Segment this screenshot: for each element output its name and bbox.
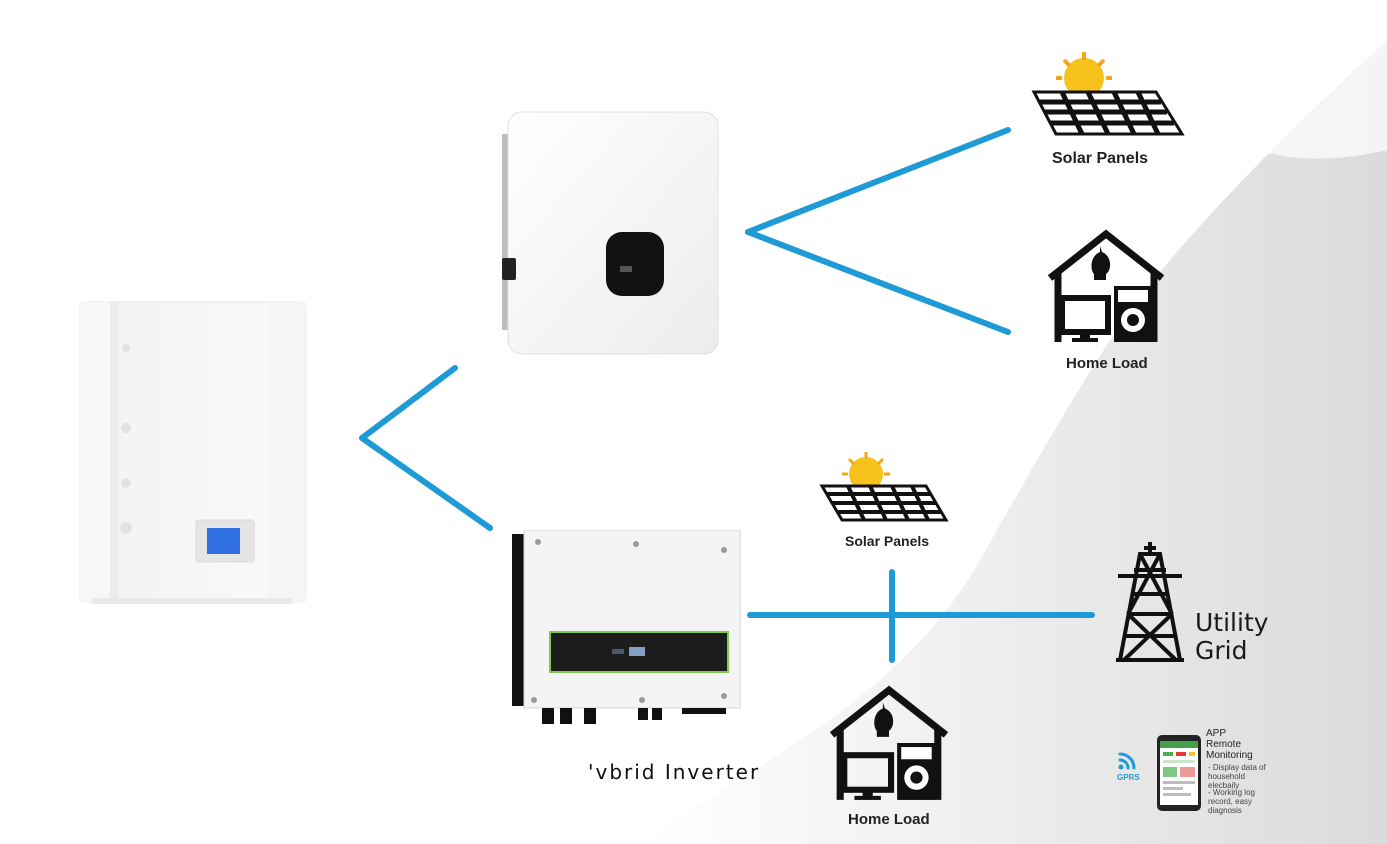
- hybrid-inverter-label: 'vbrid Inverter: [588, 760, 761, 784]
- house-load-icon: [1047, 229, 1165, 342]
- bottom-home-label: Home Load: [848, 811, 930, 828]
- line-battery-to-bottom-inverter: [359, 435, 493, 531]
- transmission-tower-icon: [1116, 542, 1184, 662]
- app-title-line1: APP: [1206, 728, 1227, 739]
- gprs-label: GPRS: [1117, 773, 1140, 782]
- app-feature-1: - Display data of household elecbaily: [1208, 763, 1266, 790]
- utility-grid-label-line2: Grid: [1195, 636, 1248, 665]
- solar-panel-icon: [819, 452, 949, 522]
- phone-icon: [1157, 735, 1201, 811]
- line-top-inverter-to-home: [745, 229, 1011, 335]
- app-title-line3: Monitoring: [1206, 750, 1253, 761]
- top-inverter: [502, 111, 719, 355]
- solar-panel-icon: [1031, 52, 1185, 136]
- house-load-icon: [829, 685, 949, 800]
- top-solar-label: Solar Panels: [1052, 150, 1149, 167]
- wifi-signal-icon: [1118, 752, 1136, 770]
- app-title-line2: Remote: [1206, 739, 1242, 750]
- battery-unit: [79, 301, 307, 604]
- line-top-inverter-to-solar: [745, 127, 1011, 235]
- bottom-solar-label: Solar Panels: [845, 533, 930, 549]
- utility-grid-label-line1: Utility: [1195, 608, 1269, 637]
- app-feature-2: - Working log record, easy diagnosis: [1208, 788, 1255, 815]
- line-battery-to-top-inverter: [359, 365, 458, 441]
- bottom-hybrid-inverter: [512, 530, 741, 724]
- top-home-label: Home Load: [1066, 355, 1148, 372]
